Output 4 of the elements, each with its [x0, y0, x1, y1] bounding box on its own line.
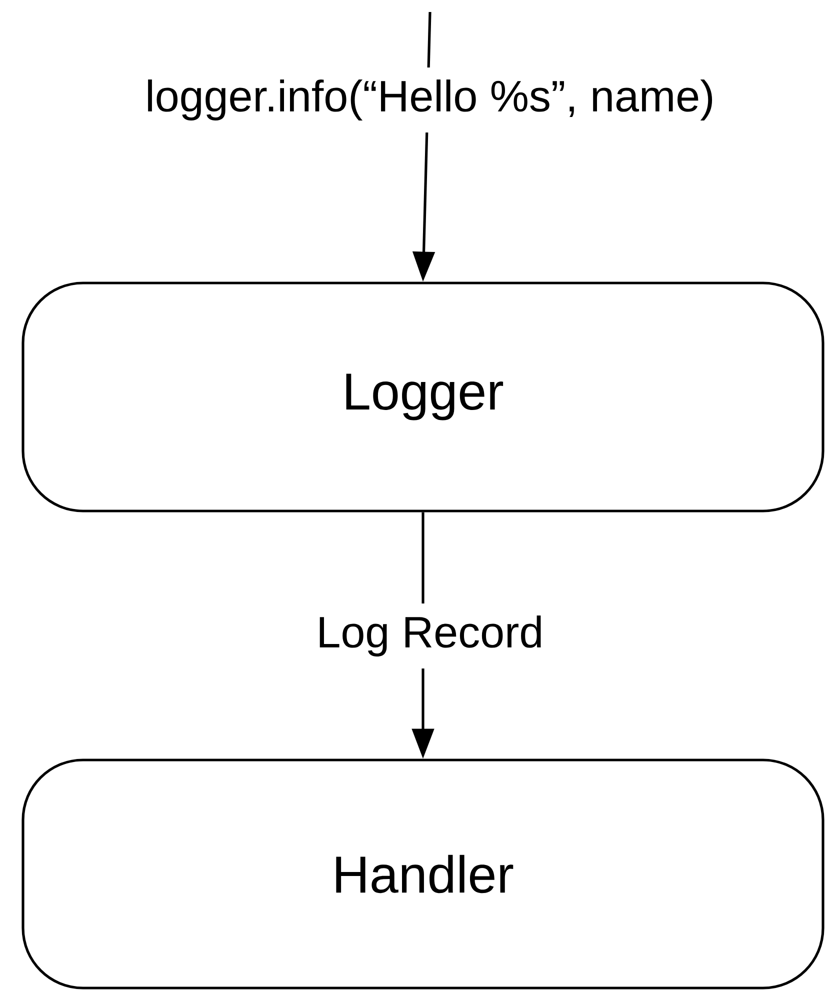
process-box: Logger — [22, 282, 824, 512]
process-box: Handler — [22, 758, 824, 990]
edge-label: Log Record — [320, 615, 541, 656]
edge-label: logger.info(“Hello %s”, name) — [148, 79, 712, 120]
